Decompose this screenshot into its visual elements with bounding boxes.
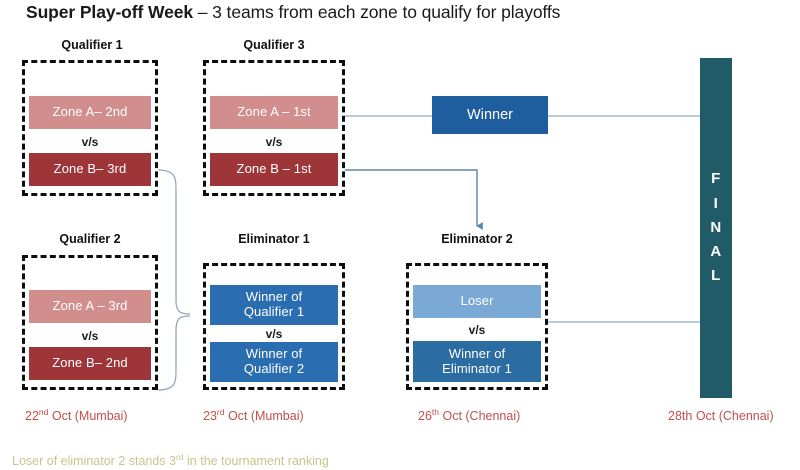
team-qualifier2-top: Zone A – 3rd xyxy=(29,290,151,323)
team-qualifier1-bottom: Zone B– 3rd xyxy=(29,153,151,186)
final-bar: F I N A L xyxy=(700,58,732,398)
team-eliminator1-top: Winner of Qualifier 1 xyxy=(210,285,338,325)
date-day: 28th xyxy=(668,409,693,424)
footnote-ordinal: rd xyxy=(175,452,184,462)
title-rest: – 3 teams from each zone to qualify for … xyxy=(193,2,561,22)
vs-label-qualifier-2: v/s xyxy=(81,329,99,343)
date-rest: Oct (Chennai) xyxy=(692,409,774,424)
final-letter: I xyxy=(713,194,719,212)
caption-qualifier-2: Qualifier 2 xyxy=(59,232,121,246)
date-day: 23 xyxy=(203,409,217,424)
vs-label-qualifier-1: v/s xyxy=(81,135,99,149)
date-rest: Oct (Chennai) xyxy=(439,409,521,424)
footnote-after: in the tournament ranking xyxy=(183,454,329,469)
page-title: Super Play-off Week – 3 teams from each … xyxy=(26,2,560,23)
group-qualifier-2 xyxy=(22,255,158,390)
winner-box: Winner xyxy=(432,96,548,134)
vs-label-eliminator-2: v/s xyxy=(468,323,486,337)
footnote-before: Loser of eliminator 2 stands 3 xyxy=(12,454,176,469)
group-qualifier-3 xyxy=(203,60,345,196)
final-letter: F xyxy=(711,170,721,188)
team-qualifier1-top: Zone A– 2nd xyxy=(29,96,151,129)
date-eliminator-2: 26th Oct (Chennai) xyxy=(418,407,520,423)
caption-eliminator-2: Eliminator 2 xyxy=(441,232,513,246)
date-qualifier-1-2: 22nd Oct (Mumbai) xyxy=(25,407,128,423)
date-ordinal: rd xyxy=(216,407,225,417)
date-day: 26 xyxy=(418,409,432,424)
date-ordinal: th xyxy=(431,407,439,417)
date-eliminator-1: 23rd Oct (Mumbai) xyxy=(203,407,304,423)
date-day: 22 xyxy=(25,409,39,424)
date-ordinal: nd xyxy=(38,407,49,417)
team-qualifier3-bottom: Zone B – 1st xyxy=(210,153,338,186)
caption-eliminator-1: Eliminator 1 xyxy=(238,232,310,246)
team-qualifier2-bottom: Zone B– 2nd xyxy=(29,347,151,380)
group-qualifier-1 xyxy=(22,60,158,196)
footnote: Loser of eliminator 2 stands 3rd in the … xyxy=(12,452,329,468)
date-rest: Oct (Mumbai) xyxy=(48,409,128,424)
final-letter: A xyxy=(710,243,722,261)
team-eliminator1-bottom: Winner of Qualifier 2 xyxy=(210,342,338,382)
caption-qualifier-3: Qualifier 3 xyxy=(243,38,305,52)
date-final: 28th Oct (Chennai) xyxy=(668,407,774,423)
team-qualifier3-top: Zone A – 1st xyxy=(210,96,338,129)
team-eliminator2-top: Loser xyxy=(413,285,541,318)
vs-label-eliminator-1: v/s xyxy=(265,327,283,341)
final-letter: L xyxy=(711,267,721,285)
vs-label-qualifier-3: v/s xyxy=(265,135,283,149)
caption-qualifier-1: Qualifier 1 xyxy=(61,38,123,52)
title-strong: Super Play-off Week xyxy=(26,2,193,22)
team-eliminator2-bottom: Winner of Eliminator 1 xyxy=(413,341,541,382)
group-eliminator-1 xyxy=(203,263,345,390)
date-rest: Oct (Mumbai) xyxy=(224,409,304,424)
group-eliminator-2 xyxy=(406,263,548,390)
final-letter: N xyxy=(710,218,722,236)
